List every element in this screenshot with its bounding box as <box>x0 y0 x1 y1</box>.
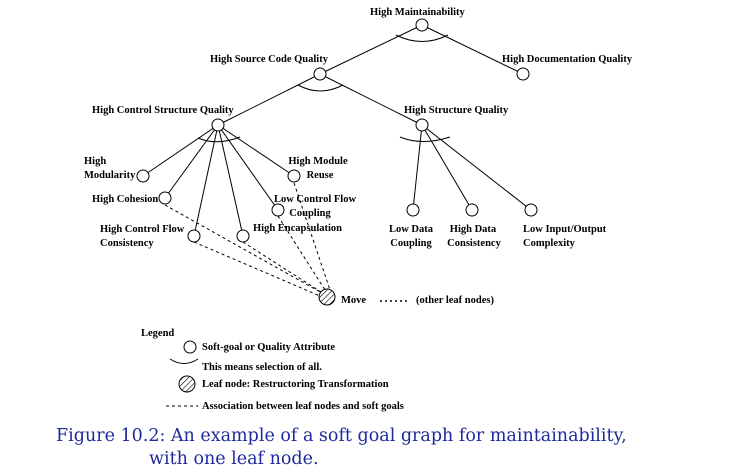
node-low-control-flow-coupling <box>271 203 285 217</box>
edge-control-modulereuse <box>217 124 295 177</box>
edge-control-cohesion <box>164 124 219 199</box>
node-high-encapsulation <box>236 229 250 243</box>
leaf-node-move <box>318 288 336 306</box>
label-high-structure-quality: High Structure Quality <box>404 105 509 116</box>
label-high-maintainability: High Maintainability <box>370 7 465 18</box>
edge-source-structure <box>319 73 423 126</box>
legend-selection-text: This means selection of all. <box>202 362 322 373</box>
and-arc-maintainability <box>395 34 449 42</box>
edge-structure-iocomplexity <box>421 124 532 211</box>
node-high-module-reuse <box>287 169 301 183</box>
node-high-control-flow-consistency <box>187 229 201 243</box>
label-high-data-consistency-1: High Data <box>449 224 497 235</box>
label-low-io-complexity-1: Low Input/Output <box>523 224 607 235</box>
node-high-control-structure-quality <box>211 118 225 132</box>
legend-leaf-text: Leaf node: Restructoring Transformation <box>202 379 389 390</box>
and-arc-source-code <box>297 84 344 92</box>
label-high-module-reuse-2: Reuse <box>306 170 334 181</box>
label-high-control-flow-consistency-2: Consistency <box>100 238 154 249</box>
edge-control-encapsulation <box>217 124 244 237</box>
label-low-control-flow-coupling-1: Low Control Flow <box>273 194 357 205</box>
label-high-control-structure-quality: High Control Structure Quality <box>92 105 234 116</box>
legend-association-text: Association between leaf nodes and soft … <box>202 401 404 412</box>
legend-selection-arc-icon <box>169 358 199 364</box>
node-high-data-consistency <box>465 203 479 217</box>
label-move: Move <box>341 295 367 306</box>
figure-caption-line-2: with one leaf node. <box>149 449 319 469</box>
label-high-modularity-2: Modularity <box>84 170 136 181</box>
assoc-cfcoupling-move <box>277 215 326 291</box>
node-high-structure-quality <box>415 118 429 132</box>
assoc-modulereuse-move <box>293 182 331 291</box>
label-high-source-code-quality: High Source Code Quality <box>210 54 328 65</box>
label-high-module-reuse-1: High Module <box>288 156 348 167</box>
label-low-data-coupling-2: Coupling <box>390 238 432 249</box>
label-low-data-coupling-1: Low Data <box>388 224 434 235</box>
node-high-maintainability <box>415 18 429 32</box>
assoc-encapsulation-move <box>242 241 322 293</box>
node-high-modularity <box>136 169 150 183</box>
label-high-encapsulation: High Encapsulation <box>253 223 342 234</box>
edge-control-cfcoupling <box>217 124 279 211</box>
label-high-documentation-quality: High Documentation Quality <box>502 54 633 65</box>
legend-softgoal-text: Soft-goal or Quality Attribute <box>202 342 336 353</box>
edge-source-control <box>217 73 321 126</box>
label-low-io-complexity-2: Complexity <box>523 238 575 249</box>
label-other-leaf-nodes: (other leaf nodes) <box>416 295 494 306</box>
label-low-control-flow-coupling-2: Coupling <box>289 208 331 219</box>
legend-title: Legend <box>141 328 175 339</box>
label-high-data-consistency-2: Consistency <box>447 238 501 249</box>
legend-leaf-icon <box>178 375 196 393</box>
node-high-cohesion <box>158 191 172 205</box>
edge-control-modularity <box>142 124 219 177</box>
edge-maint-source <box>319 24 423 75</box>
node-low-data-coupling <box>406 203 420 217</box>
node-high-documentation-quality <box>516 67 530 81</box>
edge-structure-datacoupling <box>412 124 423 211</box>
assoc-cfconsistency-move <box>193 241 321 297</box>
legend-softgoal-icon <box>183 340 197 354</box>
figure-caption-line-1: Figure 10.2: An example of a soft goal g… <box>56 426 627 446</box>
edge-structure-dataconsistency <box>421 124 473 211</box>
node-high-source-code-quality <box>313 67 327 81</box>
node-low-io-complexity <box>524 203 538 217</box>
edge-control-cfconsistency <box>193 124 219 237</box>
label-high-cohesion: High Cohesion <box>92 194 159 205</box>
label-high-control-flow-consistency-1: High Control Flow <box>100 224 185 235</box>
label-high-modularity-1: High <box>84 156 107 167</box>
and-arc-structure <box>399 136 451 142</box>
edge-maint-doc <box>421 24 524 75</box>
and-arc-control-structure <box>197 136 241 143</box>
